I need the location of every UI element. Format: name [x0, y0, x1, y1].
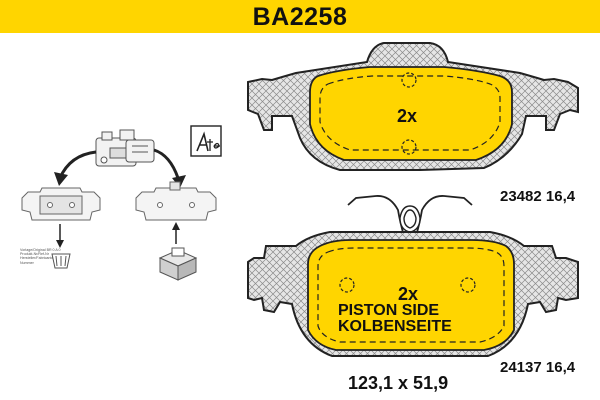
arrow-right-icon — [153, 148, 180, 179]
pad-dimensions: 123,1 x 51,9 — [348, 373, 449, 393]
ate-logo-text: Ate — [1, 136, 2, 137]
bottom-pad-spec: 24137 16,4 — [500, 359, 576, 376]
kolbenseite-label: KOLBENSEITE — [338, 318, 452, 335]
bottom-pad-rivet — [339, 277, 355, 293]
spring-clip-loop — [399, 205, 421, 233]
disposal-note-line: Vorlage/Original BR 0 A 0 — [20, 248, 61, 252]
disposal-note: Vorlage/Original BR 0 A 0 Produkt-Nr/Ref… — [20, 248, 61, 265]
header-bar: BA2258 — [0, 0, 600, 33]
top-pad-rivet — [401, 72, 417, 88]
arrow-left-icon — [58, 150, 97, 179]
bottom-pad-wear-line — [317, 247, 505, 343]
disposal-note-line: Hersteller/Fabricante — [20, 256, 54, 261]
piston-side-label: PISTON SIDE — [338, 302, 440, 319]
disposal-note-line: Nummer — [20, 260, 34, 265]
caliper-illustration — [95, 129, 155, 167]
small-pad-left — [21, 187, 101, 221]
product-code: BA2258 — [252, 3, 348, 31]
top-pad-rivet — [401, 139, 417, 155]
top-pad-wear-line — [319, 75, 501, 151]
small-pad-right — [135, 181, 217, 221]
top-pad-quantity: 2x — [397, 106, 418, 126]
bottom-pad-rivet — [460, 277, 476, 293]
top-pad-friction — [309, 66, 513, 161]
new-parts-box-icon — [158, 247, 198, 281]
bottom-pad-friction — [307, 239, 515, 351]
disposal-note-line: Produkt-Nr/Ref-Nr — [20, 252, 49, 257]
disposal-bin-icon — [51, 253, 71, 269]
top-pad-spec: 23482 16,4 — [500, 188, 576, 205]
bottom-pad-quantity: 2x — [398, 284, 419, 304]
